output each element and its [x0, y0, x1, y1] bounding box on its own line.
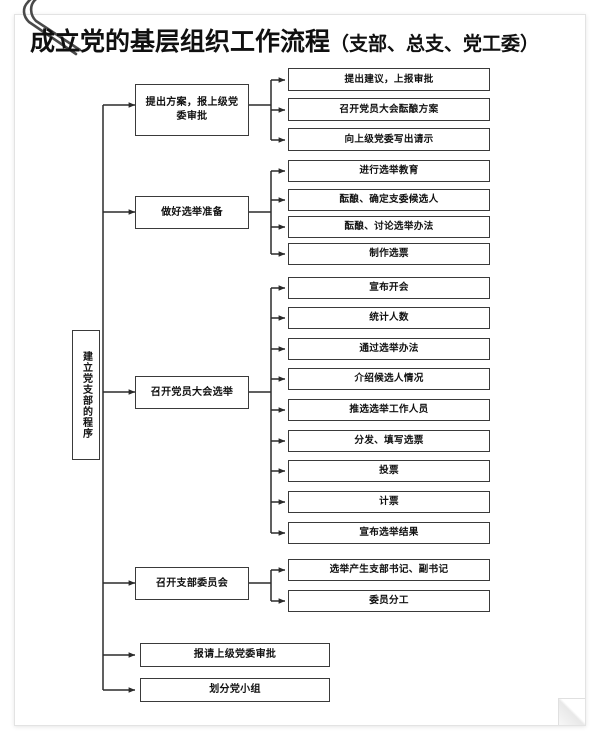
leaf-box-2-2[interactable]: 酝酿、确定支委候选人 [288, 189, 490, 211]
leaf-box-3-8[interactable]: 计票 [288, 491, 490, 513]
leaf-box-3-3[interactable]: 通过选举办法 [288, 338, 490, 360]
leaf-box-1-1[interactable]: 提出建议，上报审批 [288, 68, 490, 91]
branch-box-1[interactable]: 提出方案，报上级党 委审批 [135, 84, 249, 136]
page-title-main: 成立党的基层组织工作流程 [30, 27, 331, 56]
branch-box-5[interactable]: 报请上级党委审批 [140, 643, 330, 667]
branch-box-6[interactable]: 划分党小组 [140, 678, 330, 702]
branch-box-1-line-1: 提出方案，报上级党 [145, 97, 239, 108]
leaf-box-3-5[interactable]: 推选选举工作人员 [288, 399, 490, 421]
leaf-box-2-3[interactable]: 酝酿、讨论选举办法 [288, 216, 490, 238]
leaf-box-4-1[interactable]: 选举产生支部书记、副书记 [288, 559, 490, 581]
root-label-建立党支部的程序: 建立党支部的程序 [72, 330, 100, 460]
page-title: 成立党的基层组织工作流程（支部、总支、党工委） [30, 22, 570, 62]
branch-box-3[interactable]: 召开党员大会选举 [135, 376, 249, 409]
page-title-parenthetical: （支部、总支、党工委） [330, 33, 540, 55]
leaf-box-2-1[interactable]: 进行选举教育 [288, 160, 490, 182]
branch-box-4[interactable]: 召开支部委员会 [135, 567, 249, 600]
page-curl-icon [558, 698, 585, 725]
leaf-box-3-4[interactable]: 介绍候选人情况 [288, 368, 490, 390]
branch-box-2[interactable]: 做好选举准备 [135, 196, 249, 229]
leaf-box-3-1[interactable]: 宣布开会 [288, 277, 490, 299]
leaf-box-1-3[interactable]: 向上级党委写出请示 [288, 128, 490, 151]
leaf-box-2-4[interactable]: 制作选票 [288, 243, 490, 265]
leaf-box-4-2[interactable]: 委员分工 [288, 590, 490, 612]
leaf-box-3-7[interactable]: 投票 [288, 460, 490, 482]
leaf-box-3-2[interactable]: 统计人数 [288, 307, 490, 329]
leaf-box-1-2[interactable]: 召开党员大会酝酿方案 [288, 98, 490, 121]
branch-box-1-line-2: 委审批 [176, 111, 208, 122]
leaf-box-3-9[interactable]: 宣布选举结果 [288, 522, 490, 544]
leaf-box-3-6[interactable]: 分发、填写选票 [288, 430, 490, 452]
